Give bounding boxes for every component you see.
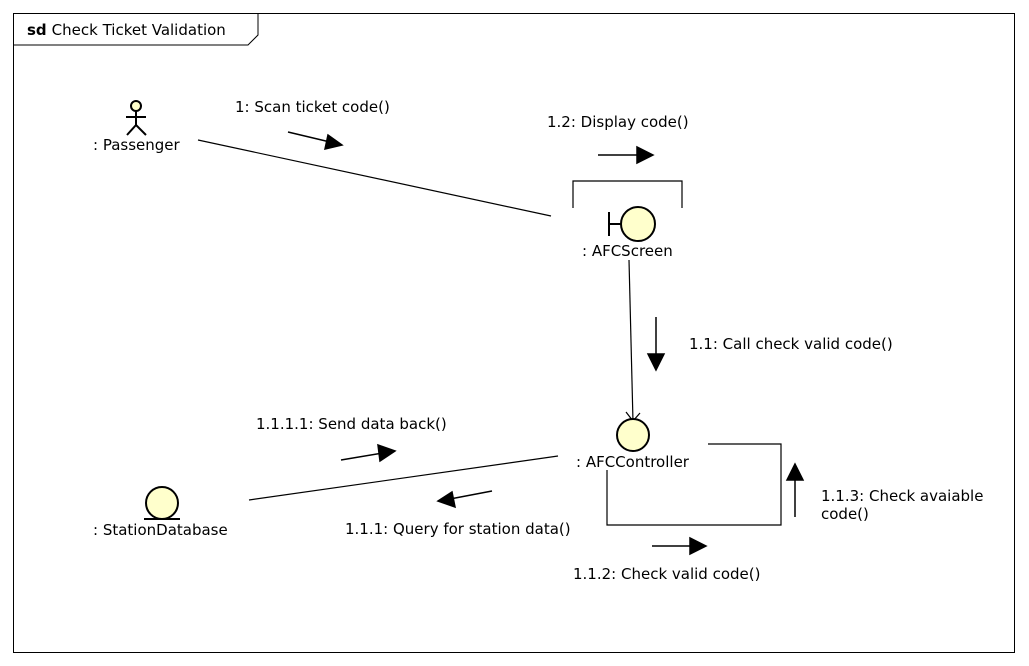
message-label-scan: 1: Scan ticket code() <box>235 98 390 116</box>
message-label-display: 1.2: Display code() <box>547 113 689 131</box>
message-arrow-send-back <box>340 443 397 463</box>
message-label-call-check: 1.1: Call check valid code() <box>689 335 893 353</box>
message-label-send-back: 1.1.1.1: Send data back() <box>256 415 447 433</box>
frame-name-tab <box>13 13 259 46</box>
boundary-icon <box>608 206 656 242</box>
diagram-frame <box>13 13 1015 653</box>
self-link-screen <box>572 180 683 208</box>
message-arrow-check-valid <box>652 536 708 556</box>
object-label-afc-controller: : AFCController <box>576 453 689 471</box>
control-icon <box>616 418 650 452</box>
diagram-keyword: sd <box>27 21 47 39</box>
object-label-station-database: : StationDatabase <box>93 521 228 539</box>
diagram-name: Check Ticket Validation <box>51 21 226 39</box>
message-arrow-query <box>436 490 493 509</box>
message-arrow-display <box>598 145 655 165</box>
message-label-query: 1.1.1: Query for station data() <box>345 520 571 538</box>
message-label-check-available: 1.1.3: Check avaiable code() <box>821 487 984 523</box>
link-screen-controller <box>628 259 634 423</box>
link-database-controller <box>248 455 559 501</box>
message-arrow-scan <box>287 131 344 151</box>
self-link-controller <box>606 443 782 526</box>
message-arrow-call-check <box>646 317 666 372</box>
entity-icon <box>144 486 180 520</box>
object-label-passenger: : Passenger <box>93 136 180 154</box>
actor-icon <box>126 100 147 136</box>
message-label-check-valid: 1.1.2: Check valid code() <box>573 565 761 583</box>
object-label-afc-screen: : AFCScreen <box>582 242 673 260</box>
message-arrow-check-available <box>785 462 805 517</box>
link-passenger-screen <box>197 139 552 217</box>
